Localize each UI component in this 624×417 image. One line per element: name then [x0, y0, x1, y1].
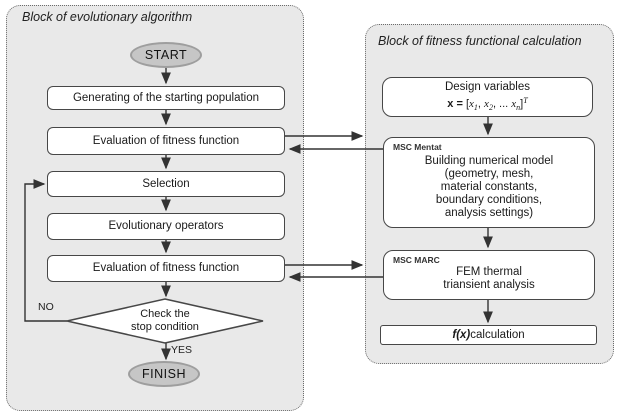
finish-terminator: FINISH — [128, 361, 200, 387]
mentat-line: material constants, — [440, 181, 538, 193]
step-evaluation-fitness-1: Evaluation of fitness function — [47, 127, 285, 155]
mentat-line: (geometry, mesh, — [444, 168, 534, 180]
left-block-title: Block of evolutionary algorithm — [22, 10, 193, 24]
step-selection: Selection — [47, 171, 285, 197]
step-generating-population: Generating of the starting population — [47, 86, 285, 110]
step-evaluation-fitness-2: Evaluation of fitness function — [47, 255, 285, 282]
mentat-line: boundary conditions, — [435, 194, 543, 206]
decision-label-line1: Check the — [140, 308, 190, 320]
decision-label: Check the stop condition — [95, 308, 235, 334]
fx-calculation-box: f(x) calculation — [380, 325, 597, 345]
marc-line: FEM thermal — [456, 266, 522, 278]
right-block-title: Block of fitness functional calculation — [378, 34, 582, 48]
mentat-box: MSC Mentat Building numerical model (geo… — [383, 137, 595, 228]
start-terminator: START — [130, 42, 202, 68]
step-evolutionary-operators: Evolutionary operators — [47, 213, 285, 240]
mentat-box-text: Building numerical model (geometry, mesh… — [425, 145, 553, 220]
mentat-tool-label: MSC Mentat — [393, 142, 442, 152]
marc-box: MSC MARC FEM thermal triansient analysis — [383, 250, 595, 300]
marc-tool-label: MSC MARC — [393, 255, 440, 265]
mentat-line: Building numerical model — [424, 155, 554, 167]
marc-line: triansient analysis — [443, 279, 535, 291]
no-label: NO — [38, 301, 54, 313]
mentat-line: analysis settings) — [444, 207, 534, 219]
marc-box-text: FEM thermal triansient analysis — [443, 258, 534, 292]
yes-label: YES — [171, 344, 193, 356]
design-variables-formula: x = [x1, x2, ... xn]T — [447, 95, 528, 112]
design-variables-box: Design variables x = [x1, x2, ... xn]T — [382, 77, 593, 117]
design-variables-title: Design variables — [444, 80, 530, 93]
decision-label-line2: stop condition — [131, 321, 199, 333]
